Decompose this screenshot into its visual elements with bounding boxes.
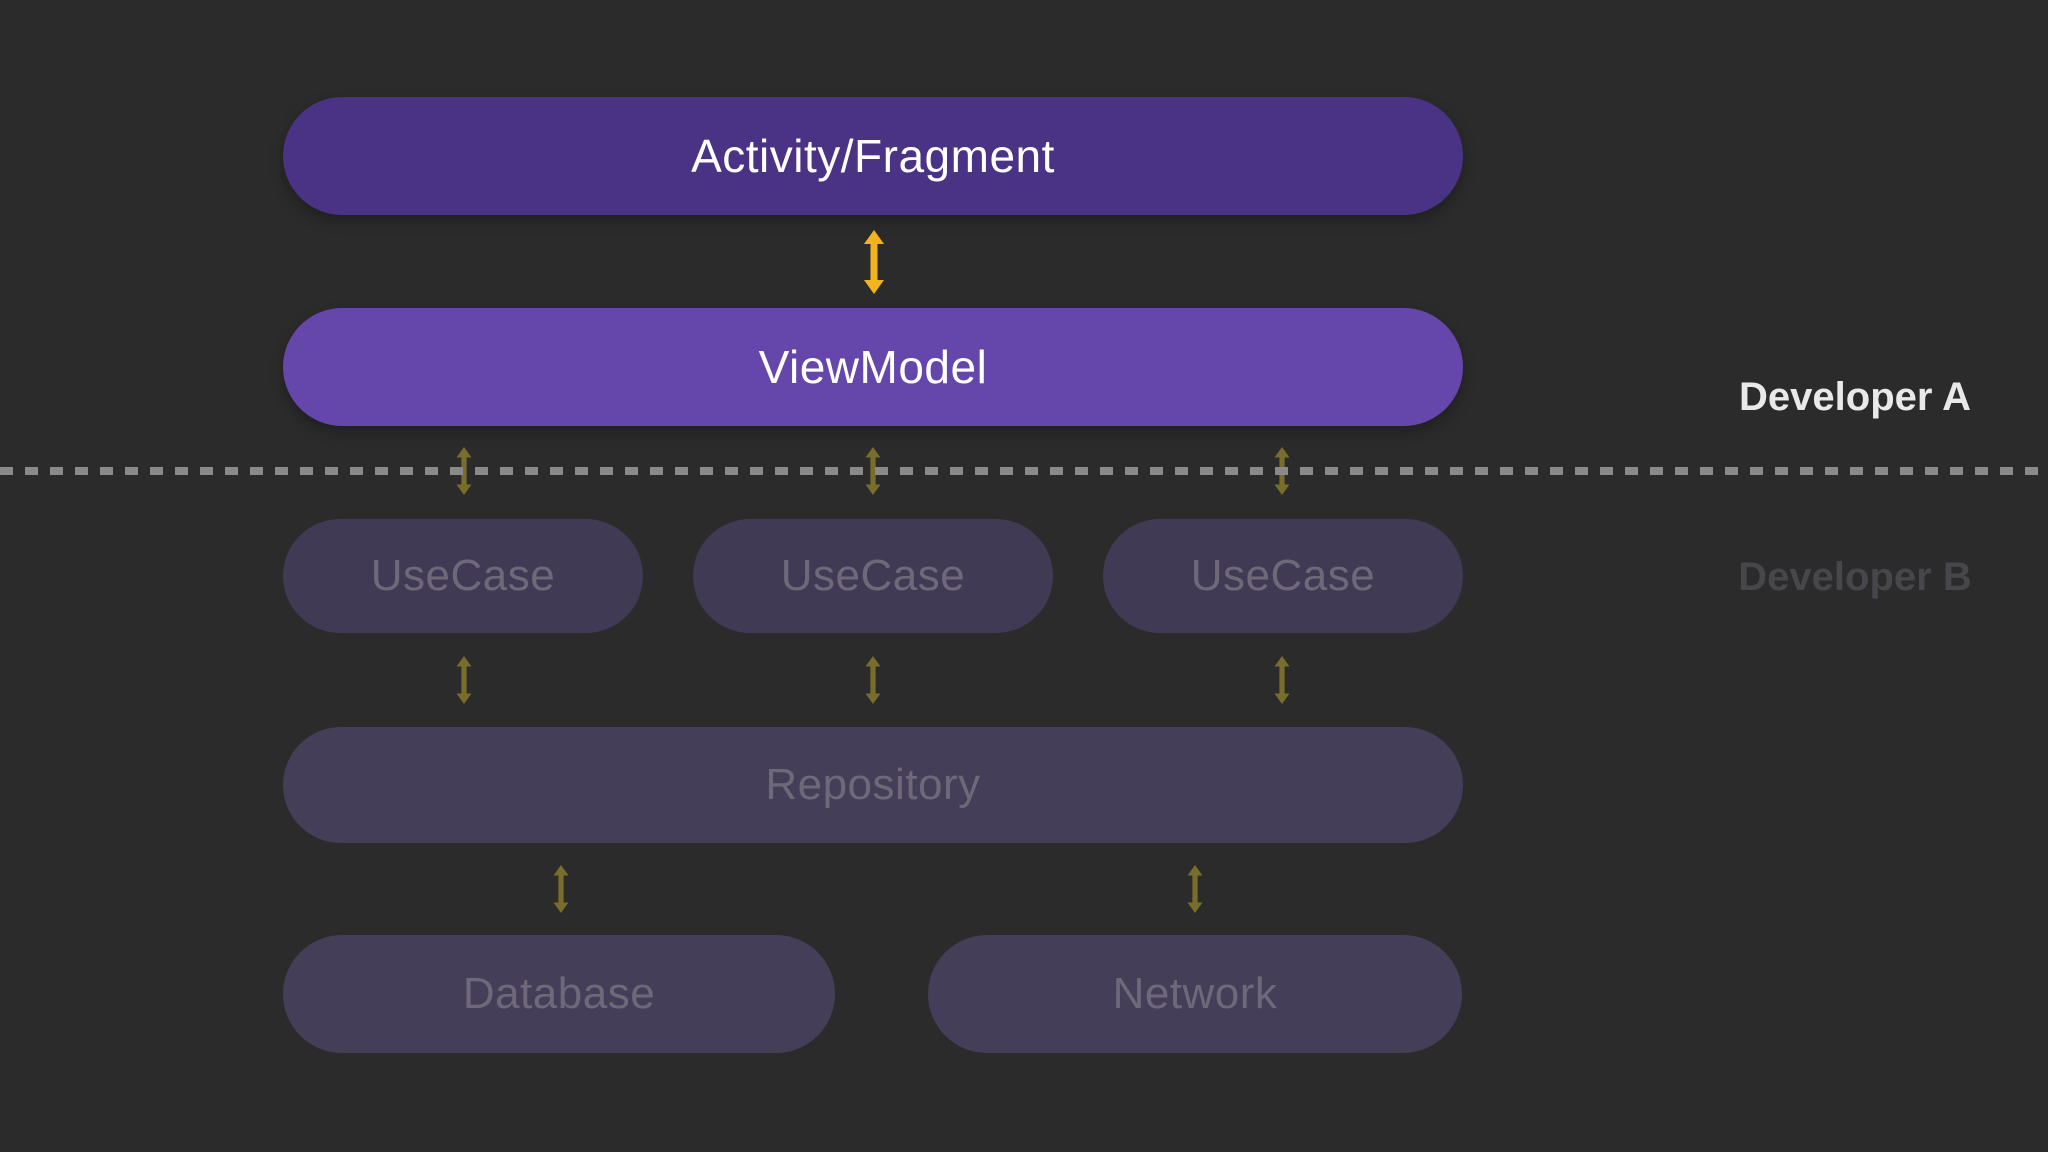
activity-fragment-label: Activity/Fragment: [691, 130, 1055, 182]
developer-b-label: Developer B: [1738, 555, 1972, 599]
arrow-shape: [553, 865, 569, 913]
database-box: Database: [283, 935, 835, 1053]
network-label: Network: [1112, 969, 1278, 1018]
bidirectional-arrow-icon: [864, 230, 884, 294]
bidirectional-arrow-icon: [456, 656, 472, 704]
arrow-shape: [1187, 865, 1203, 913]
network-box: Network: [928, 935, 1462, 1053]
repository-label: Repository: [765, 760, 981, 809]
usecase-box-1: UseCase: [283, 519, 643, 633]
usecase-box-3: UseCase: [1103, 519, 1463, 633]
usecase-box-2: UseCase: [693, 519, 1053, 633]
viewmodel-label: ViewModel: [758, 341, 988, 393]
developer-a-label: Developer A: [1739, 375, 1971, 419]
arrow-shape: [865, 656, 881, 704]
arrow-shape: [456, 656, 472, 704]
ownership-divider-dashed-line: [0, 467, 2048, 475]
viewmodel-box: ViewModel: [283, 308, 1463, 426]
usecase-label: UseCase: [1190, 551, 1376, 600]
bidirectional-arrow-icon: [1274, 656, 1290, 704]
arrow-shape: [1274, 656, 1290, 704]
repository-box: Repository: [283, 727, 1463, 843]
usecase-label: UseCase: [370, 551, 556, 600]
usecase-label: UseCase: [780, 551, 966, 600]
bidirectional-arrow-icon: [1187, 865, 1203, 913]
bidirectional-arrow-icon: [865, 656, 881, 704]
activity-fragment-box: Activity/Fragment: [283, 97, 1463, 215]
bidirectional-arrow-icon: [553, 865, 569, 913]
database-label: Database: [462, 969, 656, 1018]
arrow-shape: [864, 230, 884, 294]
